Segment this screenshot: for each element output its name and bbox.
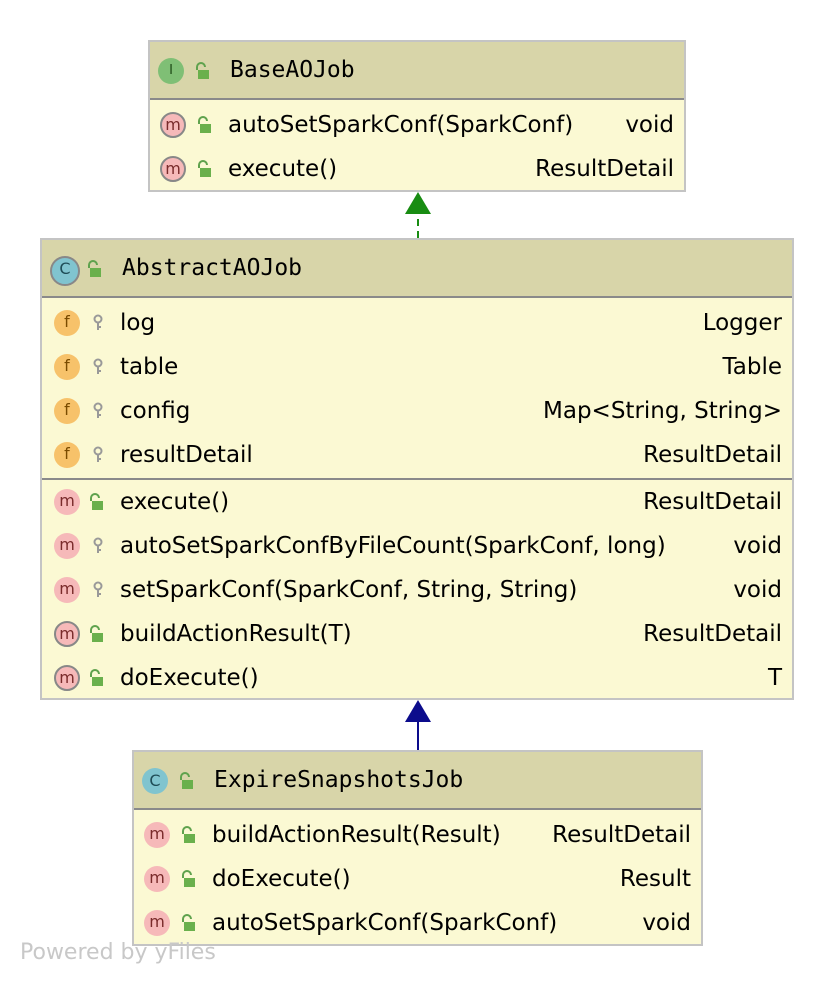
- implements-arrowhead: [405, 192, 431, 214]
- field-icon: f: [54, 442, 80, 468]
- method-name: buildActionResult(T): [120, 621, 352, 647]
- method-type: void: [625, 112, 674, 138]
- method-name: autoSetSparkConf(SparkConf): [228, 112, 574, 138]
- public-lock-icon: [182, 914, 195, 931]
- interface-icon: I: [158, 58, 184, 84]
- field-name: log: [120, 310, 156, 336]
- protected-key-icon: [93, 314, 103, 330]
- method-row[interactable]: m execute() ResultDetail: [150, 147, 684, 191]
- public-lock-icon: [198, 160, 211, 177]
- field-icon: f: [54, 398, 80, 424]
- method-icon: m: [144, 866, 170, 892]
- abstract-aojob-header: C AbstractAOJob: [42, 240, 792, 298]
- field-type: Map<String, String>: [543, 398, 782, 424]
- expire-snapshots-job-header: C ExpireSnapshotsJob: [134, 752, 701, 810]
- abstract-aojob-node[interactable]: C AbstractAOJob f log Logger f table Tab…: [40, 238, 794, 700]
- yfiles-watermark: Powered by yFiles: [20, 940, 216, 965]
- method-icon: m: [144, 822, 170, 848]
- protected-key-icon: [93, 358, 103, 374]
- method-type: ResultDetail: [535, 156, 674, 182]
- method-type: void: [733, 577, 782, 603]
- method-type: T: [767, 665, 782, 691]
- methods-section: m buildActionResult(Result) ResultDetail…: [134, 810, 701, 945]
- method-row[interactable]: m autoSetSparkConfByFileCount(SparkConf,…: [42, 524, 792, 568]
- public-lock-icon: [90, 493, 103, 510]
- base-aojob-node[interactable]: I BaseAOJob m autoSetSparkConf(SparkConf…: [148, 40, 686, 192]
- method-icon: m: [144, 910, 170, 936]
- public-lock-icon: [90, 669, 103, 686]
- base-aojob-header: I BaseAOJob: [150, 42, 684, 100]
- methods-section: m autoSetSparkConf(SparkConf) void m exe…: [150, 100, 684, 191]
- method-row[interactable]: m buildActionResult(T) ResultDetail: [42, 612, 792, 656]
- field-name: table: [120, 354, 179, 380]
- field-row[interactable]: f log Logger: [42, 301, 792, 345]
- method-name: buildActionResult(Result): [212, 822, 501, 848]
- method-name: execute(): [120, 489, 230, 515]
- abstract-method-icon: m: [54, 665, 80, 691]
- method-name: setSparkConf(SparkConf, String, String): [120, 577, 578, 603]
- node-title: AbstractAOJob: [122, 255, 303, 281]
- field-row[interactable]: f table Table: [42, 345, 792, 389]
- node-title: BaseAOJob: [230, 57, 355, 83]
- method-name: doExecute(): [212, 866, 351, 892]
- method-row[interactable]: m setSparkConf(SparkConf, String, String…: [42, 568, 792, 612]
- public-lock-icon: [90, 625, 103, 642]
- method-name: execute(): [228, 156, 338, 182]
- field-name: config: [120, 398, 191, 424]
- method-icon: m: [54, 577, 80, 603]
- method-type: ResultDetail: [643, 621, 782, 647]
- protected-key-icon: [93, 402, 103, 418]
- field-type: Logger: [702, 310, 782, 336]
- public-lock-icon: [180, 772, 193, 789]
- method-row[interactable]: m buildActionResult(Result) ResultDetail: [134, 813, 701, 857]
- public-lock-icon: [182, 826, 195, 843]
- static-field-icon: f: [54, 310, 80, 336]
- public-lock-icon: [196, 62, 209, 79]
- abstract-class-icon: C: [50, 256, 80, 286]
- field-type: Table: [722, 354, 782, 380]
- field-row[interactable]: f resultDetail ResultDetail: [42, 433, 792, 477]
- method-type: void: [642, 910, 691, 936]
- method-row[interactable]: m autoSetSparkConf(SparkConf) void: [150, 103, 684, 147]
- method-type: ResultDetail: [643, 489, 782, 515]
- field-name: resultDetail: [120, 442, 253, 468]
- protected-key-icon: [93, 581, 103, 597]
- method-type: void: [733, 533, 782, 559]
- method-name: autoSetSparkConfByFileCount(SparkConf, l…: [120, 533, 666, 559]
- abstract-method-icon: m: [54, 621, 80, 647]
- field-type: ResultDetail: [643, 442, 782, 468]
- protected-key-icon: [93, 446, 103, 462]
- abstract-method-icon: m: [160, 156, 186, 182]
- method-row[interactable]: m doExecute() T: [42, 656, 792, 700]
- method-icon: m: [54, 489, 80, 515]
- public-lock-icon: [198, 116, 211, 133]
- public-lock-icon: [88, 260, 101, 277]
- node-title: ExpireSnapshotsJob: [214, 767, 464, 793]
- method-icon: m: [54, 533, 80, 559]
- abstract-method-icon: m: [160, 112, 186, 138]
- method-type: Result: [619, 866, 691, 892]
- public-lock-icon: [182, 870, 195, 887]
- method-row[interactable]: m doExecute() Result: [134, 857, 701, 901]
- method-type: ResultDetail: [552, 822, 691, 848]
- expire-snapshots-job-node[interactable]: C ExpireSnapshotsJob m buildActionResult…: [132, 750, 703, 946]
- methods-section: m execute() ResultDetail m autoSetSparkC…: [42, 478, 792, 700]
- method-name: doExecute(): [120, 665, 259, 691]
- class-icon: C: [142, 768, 168, 794]
- protected-key-icon: [93, 537, 103, 553]
- field-icon: f: [54, 354, 80, 380]
- fields-section: f log Logger f table Table f config Map<…: [42, 298, 792, 478]
- method-row[interactable]: m execute() ResultDetail: [42, 480, 792, 524]
- extends-arrowhead: [405, 700, 431, 722]
- method-name: autoSetSparkConf(SparkConf): [212, 910, 558, 936]
- method-row[interactable]: m autoSetSparkConf(SparkConf) void: [134, 901, 701, 945]
- field-row[interactable]: f config Map<String, String>: [42, 389, 792, 433]
